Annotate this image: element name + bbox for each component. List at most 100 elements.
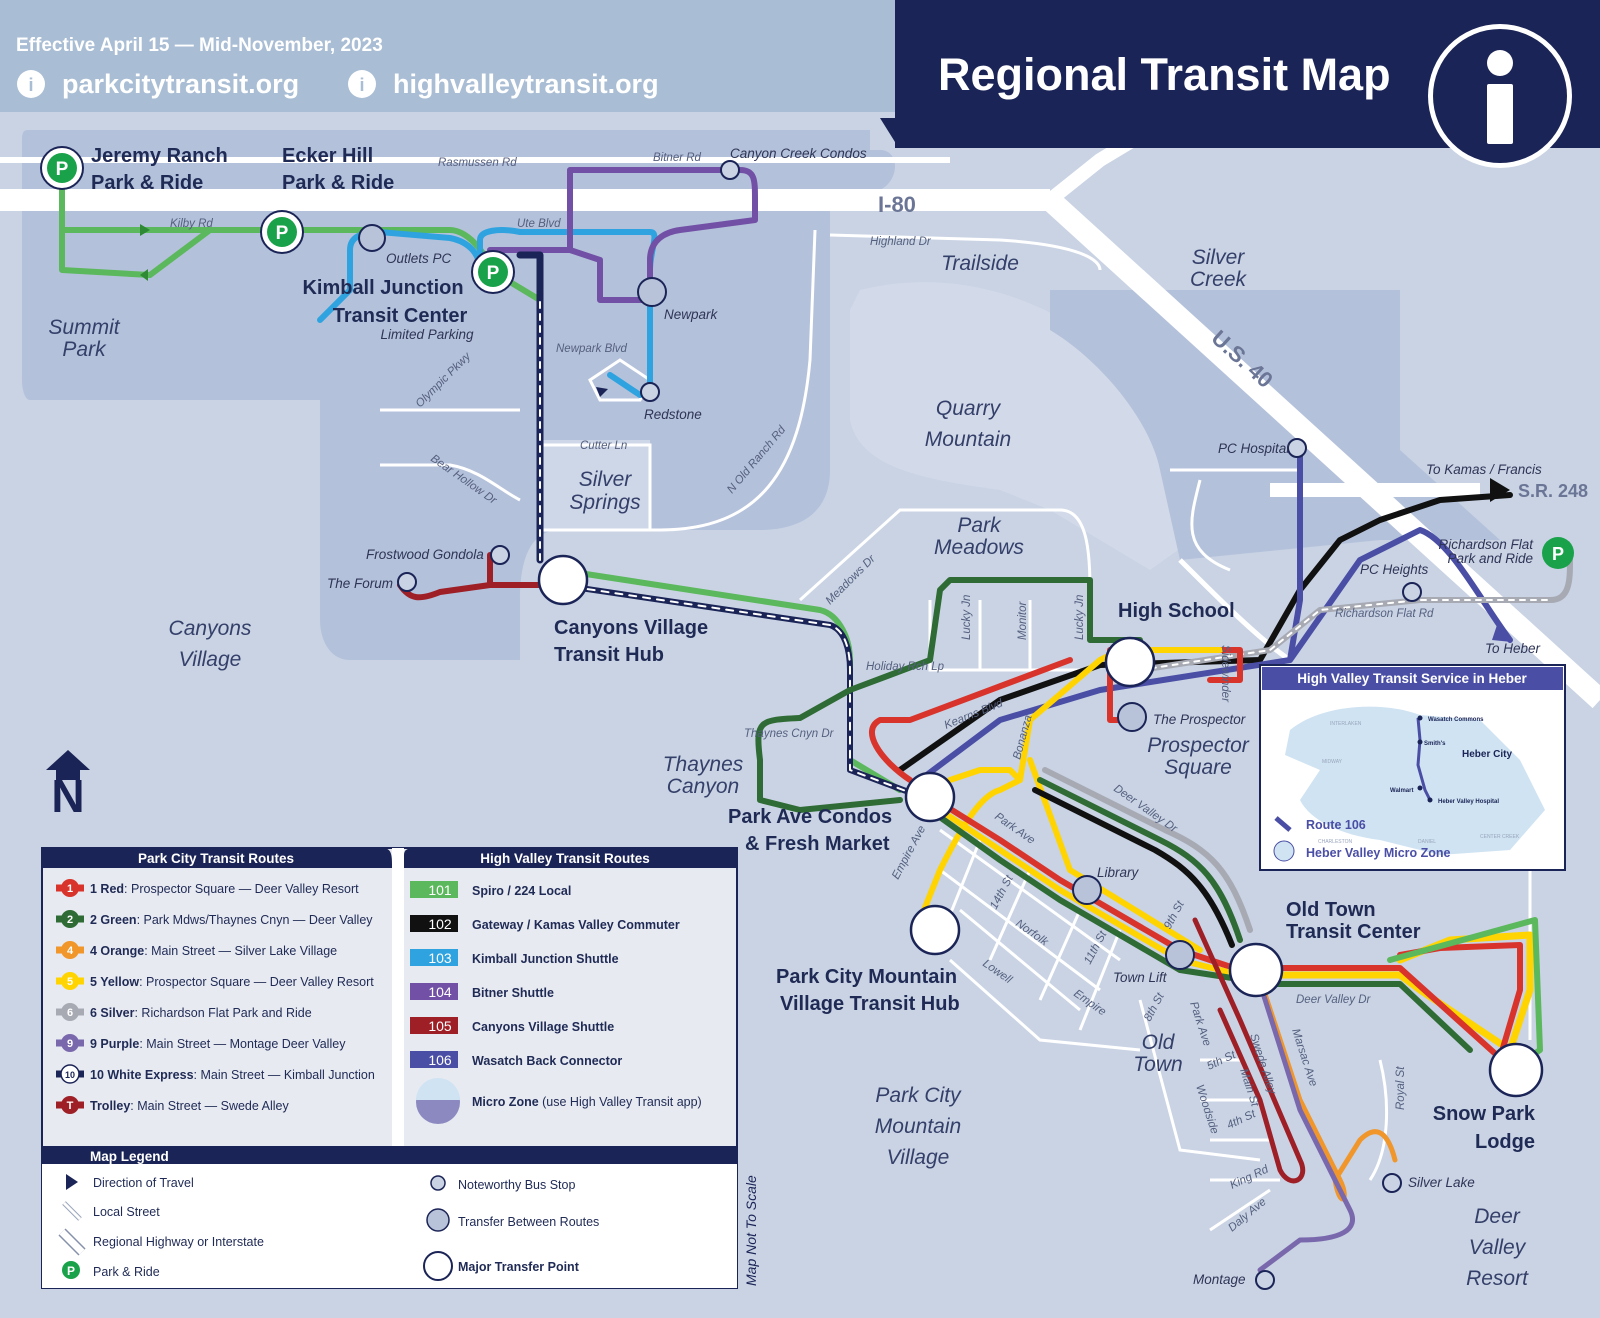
svg-text:Canyon Creek Condos: Canyon Creek Condos <box>730 146 867 161</box>
svg-text:Sidewinder: Sidewinder <box>1219 645 1231 703</box>
hub-park-ave <box>904 771 956 823</box>
svg-text:Outlets PC: Outlets PC <box>386 251 452 266</box>
svg-text:Holiday Rch Lp: Holiday Rch Lp <box>866 661 945 673</box>
map-legend: Direction of Travel Local Street Regiona… <box>58 1174 759 1286</box>
route-number-badge <box>410 915 458 932</box>
stop-library <box>1072 875 1102 905</box>
hub-old-town <box>1228 942 1284 998</box>
micro-zone-legend: Micro Zone (use High Valley Transit app) <box>416 1078 702 1124</box>
website-highvalley[interactable]: highvalleytransit.org <box>393 69 659 99</box>
hub-snow-park <box>1488 1042 1544 1098</box>
route-badge-icon <box>61 1003 79 1021</box>
svg-text:P: P <box>276 223 289 244</box>
svg-text:101: 101 <box>428 882 452 898</box>
stop-redstone <box>640 382 660 402</box>
parkride-richardson: P <box>1542 537 1574 569</box>
svg-text:Monitor: Monitor <box>1017 600 1029 640</box>
svg-text:CHARLESTON: CHARLESTON <box>1318 839 1352 845</box>
label-sr248: S.R. 248 <box>1518 481 1588 501</box>
stop-town-lift <box>1165 940 1195 970</box>
svg-text:4: 4 <box>67 945 74 957</box>
svg-text:Map Not To Scale: Map Not To Scale <box>743 1175 759 1286</box>
svg-text:MIDWAY: MIDWAY <box>1322 759 1343 765</box>
svg-text:Cutter Ln: Cutter Ln <box>580 440 627 452</box>
svg-text:Bitner Rd: Bitner Rd <box>653 152 702 164</box>
kimball-region <box>22 130 895 660</box>
svg-text:DANIEL: DANIEL <box>1418 839 1436 845</box>
info-large-icon <box>1428 24 1572 168</box>
svg-text:Limited Parking: Limited Parking <box>380 327 474 342</box>
svg-text:The Prospector: The Prospector <box>1153 712 1246 727</box>
info-icon: i <box>348 70 376 98</box>
svg-text:4 Orange: Main Street — Silver: 4 Orange: Main Street — Silver Lake Vill… <box>90 944 337 958</box>
svg-text:Library: Library <box>1097 865 1140 880</box>
svg-text:2 Green: Park Mdws/Thaynes Cny: 2 Green: Park Mdws/Thaynes Cnyn — Deer V… <box>90 913 373 927</box>
svg-text:i: i <box>359 75 364 95</box>
route-number-badge <box>410 881 458 898</box>
stop-prospector <box>1117 702 1147 732</box>
svg-text:Lucky Jn: Lucky Jn <box>1074 595 1086 640</box>
svg-text:104: 104 <box>428 984 452 1000</box>
stop-newpark <box>637 277 667 307</box>
svg-text:i: i <box>28 75 33 95</box>
svg-text:Heber Valley Hospital: Heber Valley Hospital <box>1438 799 1499 805</box>
parkride-icon <box>62 1261 80 1279</box>
svg-text:Heber Valley Micro Zone: Heber Valley Micro Zone <box>1306 846 1451 860</box>
svg-text:Silver Lake: Silver Lake <box>1408 1175 1475 1190</box>
route-9 <box>1257 987 1355 1273</box>
svg-text:Direction of Travel: Direction of Travel <box>93 1176 194 1190</box>
website-parkcity[interactable]: parkcitytransit.org <box>62 69 299 99</box>
header-band <box>0 0 895 112</box>
pc-route-row: 4 4 Orange: Main Street — Silver Lake Vil… <box>56 941 337 959</box>
svg-text:5: 5 <box>67 976 73 988</box>
stop-forum <box>397 572 417 592</box>
route-badge-icon <box>61 941 79 959</box>
svg-text:5 Yellow: Prospector Square —: 5 Yellow: Prospector Square — Deer Valle… <box>90 975 374 989</box>
stop-labels: Outlets PC Canyon Creek Condos Newpark R… <box>327 146 1475 1287</box>
svg-text:High School: High School <box>1118 600 1235 622</box>
route-badge-icon <box>61 1096 79 1114</box>
svg-text:Montage: Montage <box>1193 1272 1246 1287</box>
stop-outlets <box>358 224 386 252</box>
direction-arrows <box>140 224 608 397</box>
route-badge-icon <box>61 972 79 990</box>
svg-text:Noteworthy Bus Stop: Noteworthy Bus Stop <box>458 1178 575 1192</box>
label-to-heber: To Heber <box>1485 641 1541 656</box>
svg-text:9 Purple: Main Street — Montag: 9 Purple: Main Street — Montage Deer Val… <box>90 1037 346 1051</box>
svg-text:Lucky Jn: Lucky Jn <box>961 595 973 640</box>
major-transfer-icon <box>423 1251 453 1281</box>
svg-text:103: 103 <box>428 950 452 966</box>
title-panel <box>880 0 1600 148</box>
svg-text:Smith's: Smith's <box>1424 741 1446 747</box>
svg-text:Highland Dr: Highland Dr <box>870 236 932 248</box>
svg-text:Park City Transit Routes: Park City Transit Routes <box>138 851 294 866</box>
svg-text:Transfer Between Routes: Transfer Between Routes <box>458 1215 599 1229</box>
svg-text:Route 106: Route 106 <box>1306 818 1366 832</box>
svg-text:N: N <box>51 770 84 822</box>
svg-text:Kimball Junction Shuttle: Kimball Junction Shuttle <box>472 952 619 966</box>
page-title: Regional Transit Map <box>938 49 1391 100</box>
svg-text:Deer Valley Dr: Deer Valley Dr <box>1296 994 1372 1006</box>
svg-text:102: 102 <box>428 916 452 932</box>
route-number-badge <box>410 1017 458 1034</box>
route-number-badge <box>410 983 458 1000</box>
svg-text:Heber City: Heber City <box>1462 749 1512 760</box>
svg-text:Town Lift: Town Lift <box>1113 970 1168 985</box>
